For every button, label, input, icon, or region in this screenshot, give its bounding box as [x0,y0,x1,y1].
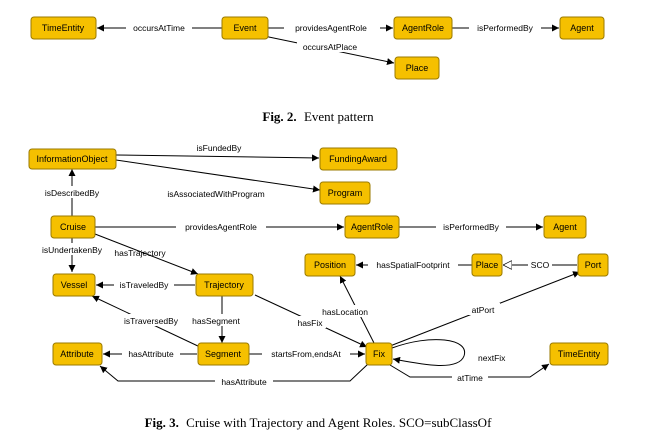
edge-has-segment: hasSegment [188,296,244,343]
figure-2-caption: Fig. 2. Event pattern [262,109,374,124]
edge-occurs-at-time: occursAtTime [97,21,222,34]
edge-label-has-trajectory: hasTrajectory [114,248,166,258]
node-cruise: Cruise [50,215,96,239]
edge-is-performed-by-3: isPerformedBy [399,220,543,233]
node-label-trajectory: Trajectory [204,280,244,290]
edge-label-is-associated-with-program: isAssociatedWithProgram [167,189,264,199]
node-label-fix: Fix [373,349,385,359]
node-label-position: Position [314,260,346,270]
edge-has-trajectory: hasTrajectory [94,233,199,275]
edge-label-at-time: atTime [457,373,483,383]
edge-label-is-performed-by: isPerformedBy [477,23,533,33]
node-label-place: Place [406,63,429,73]
edge-label-starts-from-ends-at: startsFrom,endsAt [271,349,341,359]
edge-at-time: atTime [389,363,550,383]
figure-2: occursAtTime providesAgentRole isPerform… [30,16,605,124]
edge-has-spatial-footprint: hasSpatialFootprint [356,258,472,271]
node-label-vessel: Vessel [61,280,88,290]
edge-label-is-traversed-by: isTraversedBy [124,316,179,326]
edge-label-next-fix: nextFix [478,353,506,363]
edge-starts-from-ends-at: startsFrom,endsAt [249,347,365,360]
node-agent-role-3: AgentRole [344,215,400,239]
figure-3-caption-text: Cruise with Trajectory and Agent Roles. … [186,415,492,430]
edge-label-occurs-at-place: occursAtPlace [303,42,358,52]
edge-label-provides-agent-role: providesAgentRole [295,23,367,33]
edge-provides-agent-role-3: providesAgentRole [95,220,344,233]
node-port: Port [577,253,609,277]
node-agent-3: Agent [543,215,587,239]
node-label-segment: Segment [205,349,242,359]
edge-label-has-fix: hasFix [297,318,323,328]
node-position: Position [304,253,356,277]
edge-label-provides-agent-role-3: providesAgentRole [185,222,257,232]
node-label-event: Event [233,23,257,33]
node-segment: Segment [197,342,250,366]
node-place-3: Place [471,253,503,277]
edge-label-has-attribute-fix: hasAttribute [221,377,267,387]
edge-is-traversed-by: isTraversedBy [91,295,201,348]
edge-has-attribute-fix: hasAttribute [99,363,369,387]
node-trajectory: Trajectory [195,273,254,297]
node-label-agent: Agent [570,23,594,33]
edge-next-fix: nextFix [391,339,506,366]
node-label-agent-role: AgentRole [402,23,444,33]
edge-is-described-by: isDescribedBy [41,169,103,216]
figure-2-caption-label: Fig. 2. [262,109,296,124]
node-label-port: Port [585,260,602,270]
edge-label-has-attribute-segment: hasAttribute [128,349,174,359]
edge-has-location: hasLocation [316,275,375,344]
figure-3-caption: Fig. 3. Cruise with Trajectory and Agent… [145,415,492,430]
edge-has-attribute-segment: hasAttribute [103,347,197,360]
node-event: Event [221,16,269,40]
node-funding-award: FundingAward [319,147,398,171]
node-agent: Agent [559,16,605,40]
edge-is-funded-by: isFundedBy [115,143,320,162]
edge-is-performed-by: isPerformedBy [452,21,559,34]
edge-occurs-at-place: occursAtPlace [263,35,395,66]
node-label-program: Program [328,188,363,198]
edge-at-port: atPort [389,271,581,347]
edge-label-has-segment: hasSegment [192,316,240,326]
node-fix: Fix [365,342,393,366]
edge-label-occurs-at-time: occursAtTime [133,23,185,33]
edge-provides-agent-role: providesAgentRole [268,21,393,34]
node-label-cruise: Cruise [60,222,86,232]
edge-has-fix: hasFix [254,294,368,348]
node-time-entity: TimeEntity [30,16,97,40]
edge-label-has-spatial-footprint: hasSpatialFootprint [376,260,450,270]
node-label-attribute: Attribute [60,349,94,359]
edge-label-sco: SCO [531,260,550,270]
edge-label-is-traveled-by: isTraveledBy [120,280,170,290]
node-information-object: InformationObject [28,148,117,170]
edge-label-is-performed-by-3: isPerformedBy [443,222,499,232]
edge-sco: SCO [503,258,577,271]
edge-is-traveled-by: isTraveledBy [96,278,195,291]
node-label-information-object: InformationObject [36,154,108,164]
node-program: Program [319,181,371,205]
node-attribute: Attribute [52,342,103,366]
figure-3-caption-label: Fig. 3. [145,415,179,430]
edge-label-is-funded-by: isFundedBy [197,143,243,153]
node-agent-role: AgentRole [393,16,453,40]
node-place: Place [394,56,440,80]
edge-is-associated-with-program: isAssociatedWithProgram [115,159,321,199]
node-label-time-entity: TimeEntity [42,23,85,33]
edge-label-is-described-by: isDescribedBy [45,188,100,198]
edge-label-at-port: atPort [472,305,495,315]
edge-label-has-location: hasLocation [322,307,368,317]
figure-2-caption-text: Event pattern [304,109,374,124]
node-label-funding-award: FundingAward [329,154,387,164]
node-label-agent-role-3: AgentRole [351,222,393,232]
node-label-time-entity-3: TimeEntity [558,349,601,359]
node-vessel: Vessel [52,273,96,297]
node-time-entity-3: TimeEntity [549,342,609,366]
figure-3: isFundedBy isAssociatedWithProgram isDes… [28,143,609,430]
node-label-place-3: Place [476,260,499,270]
node-label-agent-3: Agent [553,222,577,232]
edge-label-is-undertaken-by: isUndertakenBy [42,245,103,255]
edge-is-undertaken-by: isUndertakenBy [36,238,108,272]
